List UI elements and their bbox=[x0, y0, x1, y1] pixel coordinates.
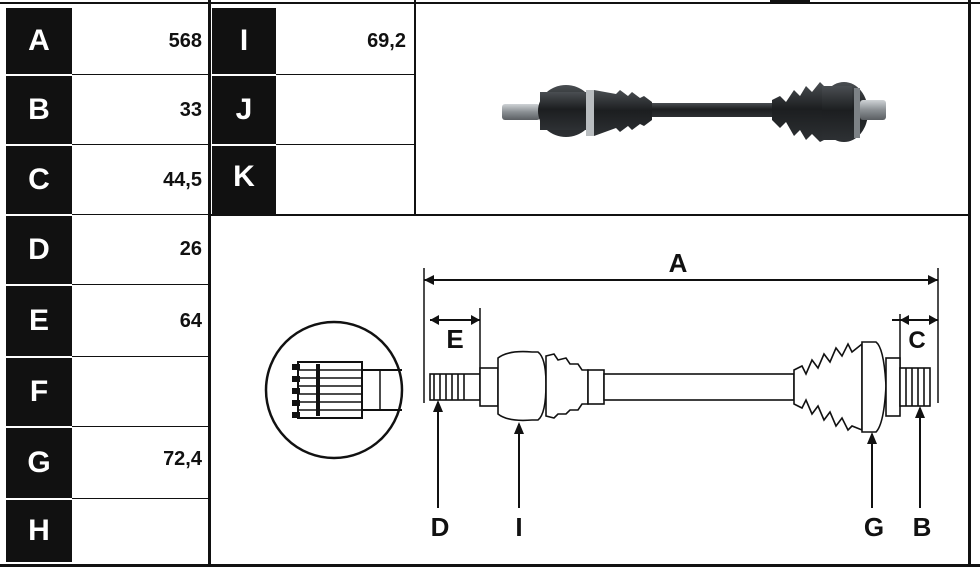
dimension-e: E bbox=[430, 308, 481, 378]
dimension-c: C bbox=[892, 314, 938, 368]
label-f: F bbox=[6, 358, 72, 426]
row-line bbox=[72, 498, 210, 499]
label-c: C bbox=[6, 146, 72, 214]
value-a: 568 bbox=[168, 29, 202, 52]
label-j: J bbox=[212, 76, 276, 144]
dim-label-c: C bbox=[908, 327, 925, 354]
dim-label-d: D bbox=[431, 512, 450, 542]
value-g: 72,4 bbox=[163, 448, 202, 470]
label-k: K bbox=[212, 146, 276, 214]
row-line bbox=[72, 426, 210, 427]
label-g: G bbox=[6, 428, 72, 498]
value-c: 44,5 bbox=[163, 168, 202, 191]
value-d: 26 bbox=[179, 238, 202, 260]
shaft-outline bbox=[429, 341, 931, 433]
label-e: E bbox=[6, 286, 72, 356]
value-b: 33 bbox=[179, 98, 202, 121]
label-h: H bbox=[6, 500, 72, 562]
label-i: I bbox=[212, 8, 276, 74]
row-line bbox=[276, 144, 414, 145]
value-i: 69,2 bbox=[367, 29, 406, 52]
dim-label-g: G bbox=[864, 512, 884, 542]
dim-label-e: E bbox=[446, 324, 463, 354]
row-line bbox=[72, 284, 210, 285]
spline-detail-inset bbox=[264, 320, 404, 460]
value-k bbox=[276, 146, 414, 214]
drive-shaft-photo bbox=[502, 82, 886, 142]
top-tab bbox=[770, 0, 810, 4]
drive-shaft-diagram: A E C bbox=[264, 248, 939, 542]
divider-middle bbox=[414, 0, 416, 216]
row-line bbox=[72, 144, 210, 145]
dim-label-b: B bbox=[913, 512, 932, 542]
row-line bbox=[72, 74, 210, 75]
dim-label-i: I bbox=[515, 512, 522, 542]
row-line bbox=[276, 74, 414, 75]
value-f bbox=[72, 358, 210, 426]
row-line bbox=[72, 214, 210, 215]
leader-lines bbox=[433, 400, 925, 508]
bottom-border bbox=[0, 564, 980, 567]
section-line bbox=[208, 214, 970, 216]
label-a: A bbox=[6, 8, 72, 74]
value-j bbox=[276, 76, 414, 144]
label-d: D bbox=[6, 216, 72, 284]
value-e: 64 bbox=[179, 309, 202, 332]
right-border bbox=[968, 0, 971, 567]
top-border bbox=[0, 2, 980, 4]
dimension-a: A bbox=[423, 248, 939, 403]
value-h bbox=[72, 500, 210, 562]
row-line bbox=[72, 356, 210, 357]
divider-left bbox=[208, 0, 211, 567]
dim-label-a: A bbox=[669, 248, 688, 278]
label-b: B bbox=[6, 76, 72, 144]
